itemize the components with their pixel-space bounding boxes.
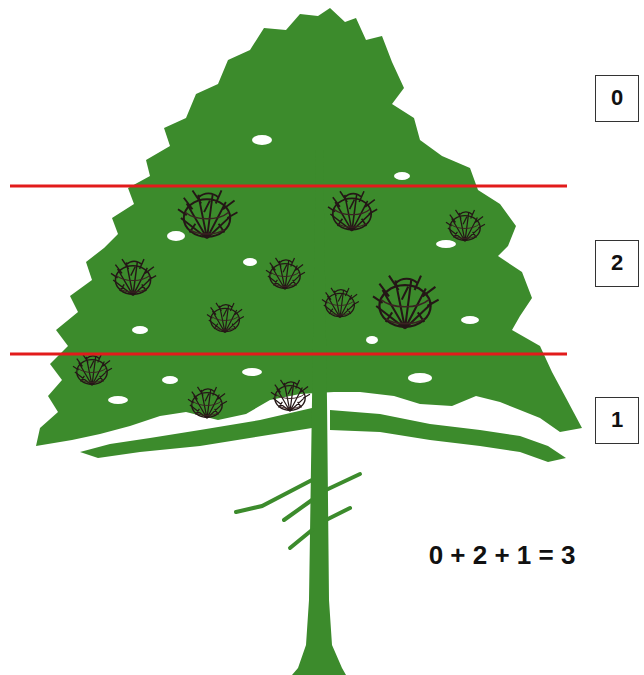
score-number: 1 (611, 408, 623, 432)
mistletoe-clump (73, 190, 485, 418)
sum-equation: 0 + 2 + 1 = 3 (429, 541, 576, 570)
tree-trunk (292, 150, 346, 675)
trunk-twig (236, 474, 360, 548)
score-box: 0 (595, 75, 639, 122)
score-number: 0 (611, 86, 623, 110)
score-box: 2 (595, 240, 639, 287)
divider-line (10, 353, 567, 356)
tree-branch (330, 410, 566, 462)
crown-gap (108, 135, 479, 404)
score-box: 1 (595, 397, 639, 444)
divider-line (10, 185, 567, 188)
score-number: 2 (611, 251, 623, 275)
tree-branch (80, 408, 312, 458)
tree-crown (36, 8, 582, 446)
